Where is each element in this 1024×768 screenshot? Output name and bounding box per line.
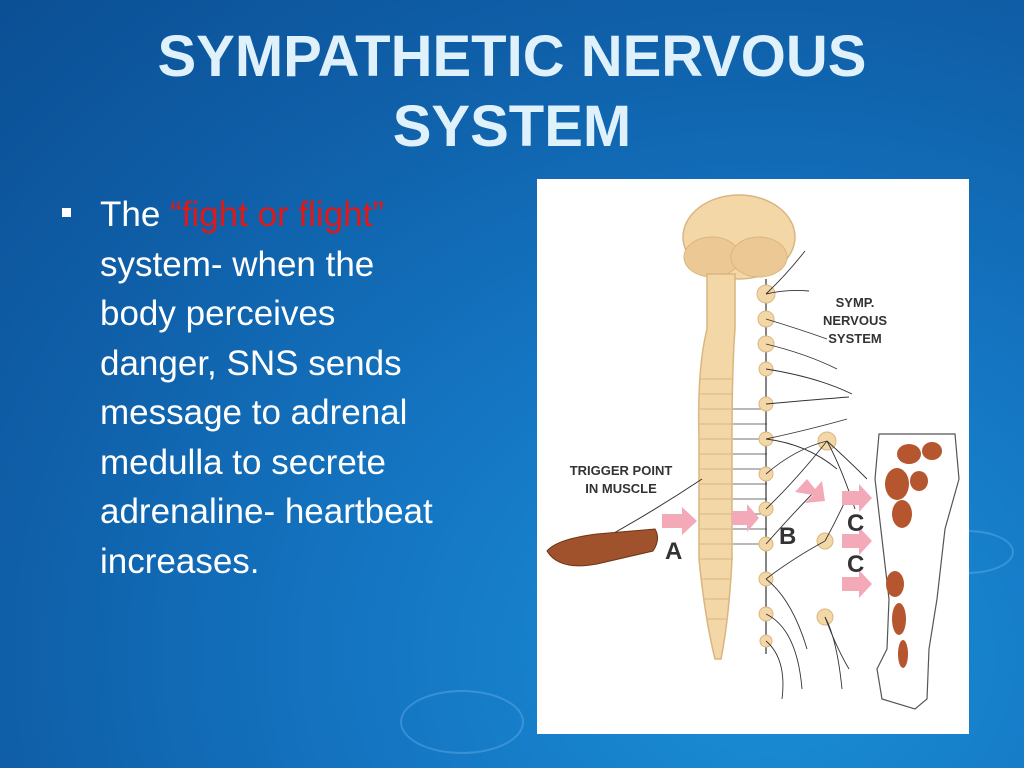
bullet-line: body perceives — [100, 294, 336, 333]
label-a: A — [665, 538, 682, 565]
bullet-line: system- when the — [100, 244, 375, 284]
muscle-shape — [546, 528, 659, 567]
bullet-text: The “fight or flight” system- when the b… — [100, 190, 502, 586]
bullet-prefix: The — [100, 195, 171, 234]
bullet-highlight: “fight or flight” — [170, 195, 385, 234]
cerebellum-shape — [730, 236, 788, 278]
arrows — [662, 479, 872, 598]
bullet-line: adrenaline- heartbeat — [100, 492, 433, 531]
bullet-line: increases. — [100, 541, 260, 581]
bullet-line: danger, SNS sends — [100, 343, 402, 383]
nervous-system-diagram: SYMP. NERVOUS SYSTEM TRIGGER POINT IN MU… — [537, 179, 969, 734]
spinal-cord — [697, 273, 736, 660]
leg-muscle-spots — [885, 442, 942, 668]
label-c-lower: C — [847, 551, 864, 578]
bullet-list: The “fight or flight” system- when the b… — [62, 190, 502, 586]
diagram-svg: SYMP. NERVOUS SYSTEM TRIGGER POINT IN MU… — [546, 194, 960, 710]
label-c-upper: C — [847, 510, 864, 537]
bullet-line-1: The “fight or flight” — [100, 190, 502, 240]
symp-label-line-2: NERVOUS — [823, 313, 887, 328]
bullet-line: message to adrenal — [100, 393, 408, 432]
ripple-decoration — [400, 690, 524, 754]
bullet-line: medulla to secrete — [100, 442, 386, 482]
symp-label-line-3: SYSTEM — [828, 331, 881, 346]
trigger-line — [606, 478, 703, 538]
title-line-2: SYSTEM — [392, 94, 632, 159]
vertebra-lines — [700, 378, 733, 620]
trigger-label-line-2: IN MUSCLE — [585, 481, 657, 496]
bullet-square-icon — [62, 208, 71, 217]
title-line-1: SYMPATHETIC NERVOUS — [157, 24, 867, 89]
leg-outline — [874, 433, 960, 710]
ganglia — [756, 284, 837, 648]
label-b: B — [779, 523, 796, 550]
symp-label-line-1: SYMP. — [836, 295, 875, 310]
trigger-label-line-1: TRIGGER POINT — [570, 463, 673, 478]
slide-title: SYMPATHETIC NERVOUS SYSTEM — [40, 22, 984, 162]
